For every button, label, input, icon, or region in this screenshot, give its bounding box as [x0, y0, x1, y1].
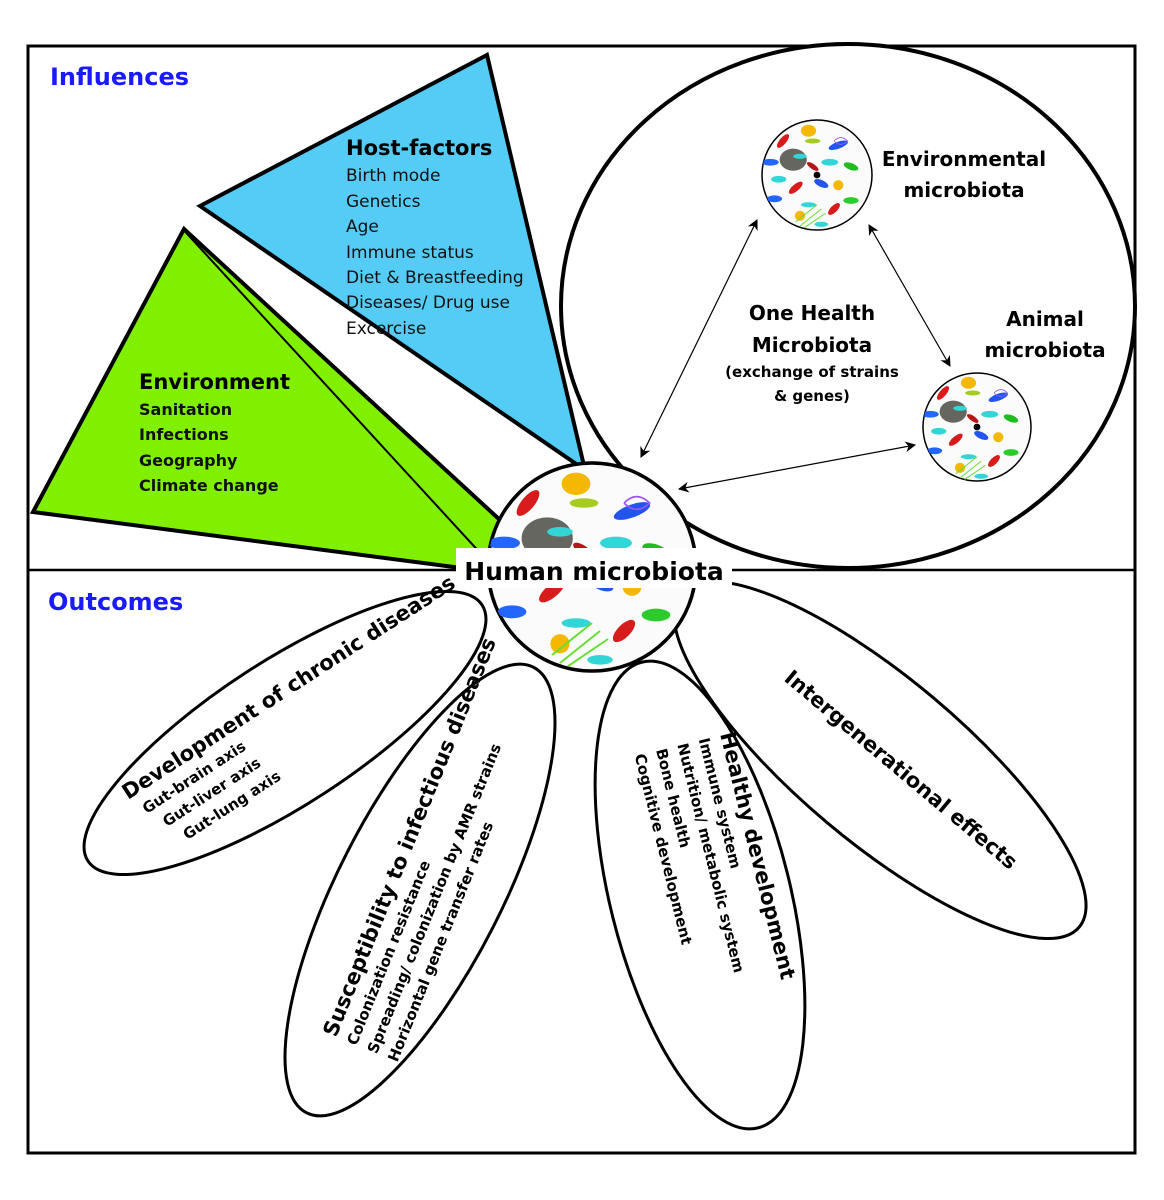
host-factor-item: Age: [346, 217, 379, 237]
human-microbiota-label: Human microbiota: [464, 557, 724, 586]
environmental-microbiota-label-line1: Environmental: [882, 147, 1046, 171]
environmental-microbiota-circle: [761, 119, 873, 231]
one-health-title-line1: One Health: [749, 301, 875, 325]
host-factor-item: Diet & Breastfeeding: [346, 268, 524, 288]
outer-frame: [26, 44, 1137, 1155]
petal-chronic-diseases: [82, 589, 488, 877]
outcomes-title: Outcomes: [48, 588, 183, 616]
host-factors-heading: Host-factors: [346, 136, 492, 160]
host-factors-wedge: [196, 52, 589, 475]
influences-title: Influences: [50, 63, 189, 91]
arrow-human-animal: [677, 441, 917, 493]
host-factor-item: Genetics: [346, 192, 421, 212]
petal-infectious-diseases: [283, 662, 557, 1118]
environment-item: Climate change: [139, 476, 279, 495]
animal-microbiota-label-line2: microbiota: [984, 338, 1105, 362]
one-health-subtitle-line2: & genes): [774, 387, 850, 405]
petal-healthy-development: [593, 659, 807, 1131]
animal-microbiota-label-line1: Animal: [1006, 307, 1084, 331]
environment-heading: Environment: [139, 370, 290, 394]
environment-item: Geography: [139, 451, 238, 470]
one-health-subtitle-line1: (exchange of strains: [725, 363, 899, 381]
one-health-title-line2: Microbiota: [752, 333, 872, 357]
environment-item: Sanitation: [139, 400, 232, 419]
environmental-microbiota-label-line2: microbiota: [903, 178, 1024, 202]
host-factor-item: Excercise: [346, 319, 426, 339]
host-factor-item: Diseases/ Drug use: [346, 293, 510, 313]
host-factor-item: Birth mode: [346, 166, 440, 186]
arrow-environmental-animal: [868, 224, 951, 367]
host-factor-item: Immune status: [346, 243, 474, 263]
environment-item: Infections: [139, 425, 229, 444]
animal-microbiota-circle: [922, 372, 1032, 482]
arrow-human-environmental: [640, 219, 758, 458]
center-label-box: [456, 548, 732, 588]
